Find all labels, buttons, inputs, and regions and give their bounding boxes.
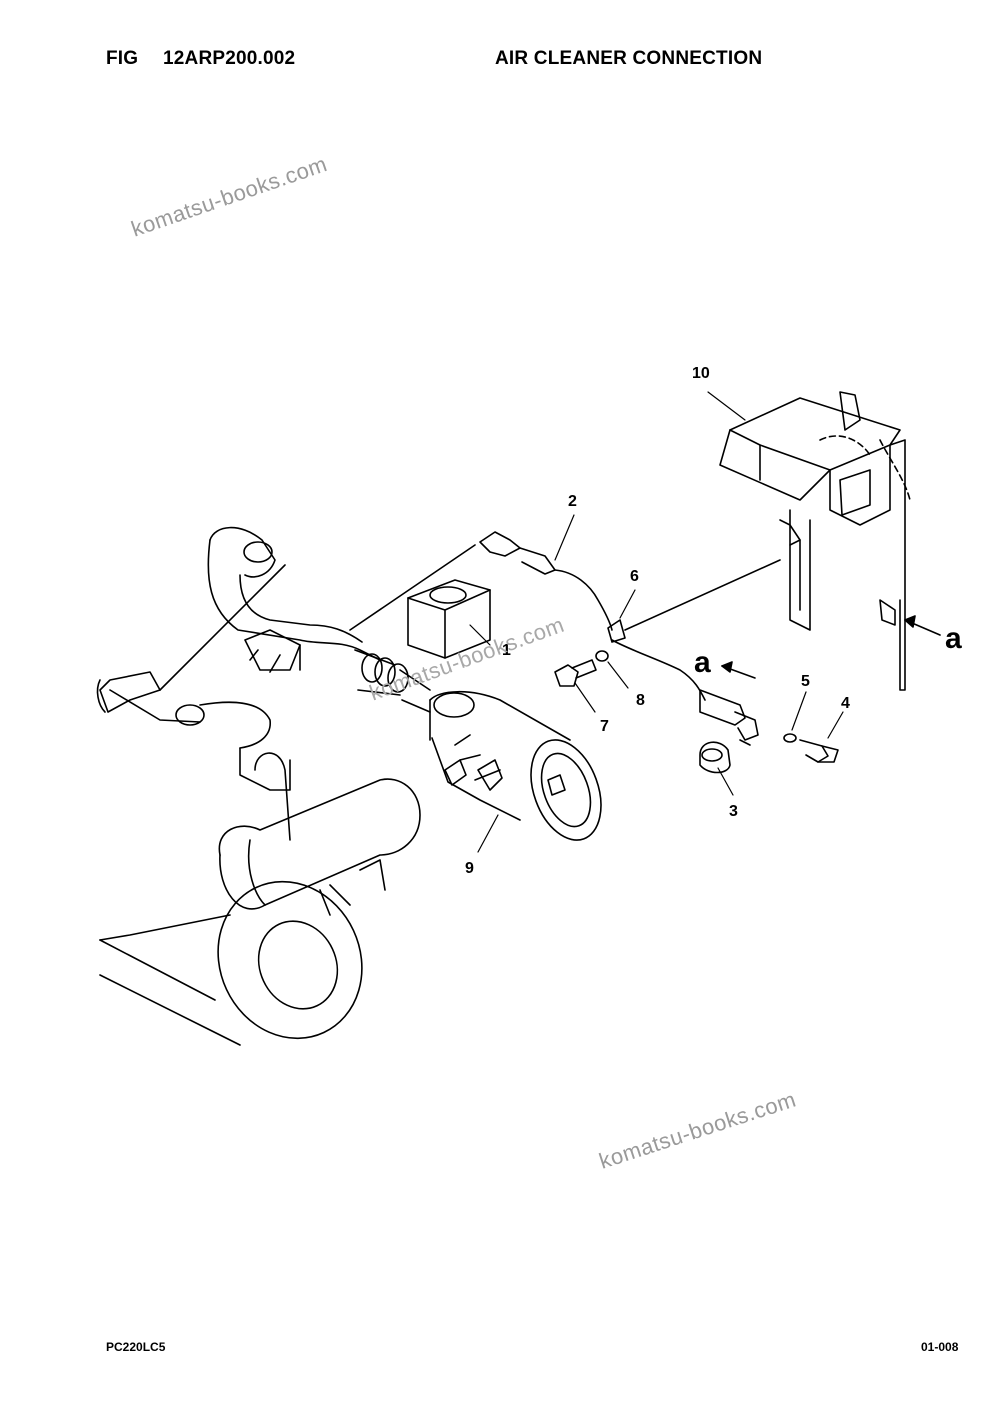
callout-6: 6 bbox=[630, 568, 639, 585]
callout-labels: 10 2 6 1 8 7 5 4 3 9 a a bbox=[465, 365, 962, 877]
fig-label: FIG bbox=[106, 48, 139, 69]
leader-pipe bbox=[159, 564, 286, 691]
callout-7: 7 bbox=[600, 718, 609, 735]
callout-3: 3 bbox=[729, 803, 738, 820]
part-6-clamp bbox=[607, 559, 781, 643]
callout-8: 8 bbox=[636, 692, 645, 709]
frame-rails bbox=[789, 439, 911, 691]
model-name: PC220LC5 bbox=[106, 1340, 166, 1354]
intake-pipe bbox=[207, 526, 381, 673]
part-1-block bbox=[407, 579, 491, 659]
callout-leaders bbox=[469, 391, 844, 853]
part-8-washer bbox=[595, 650, 609, 662]
callout-4: 4 bbox=[841, 695, 850, 712]
indicator-bracket bbox=[699, 689, 759, 746]
engine-fan bbox=[99, 880, 363, 1046]
view-arrow-right bbox=[904, 615, 941, 636]
callout-2: 2 bbox=[568, 493, 577, 510]
part-7-bolt bbox=[554, 659, 597, 687]
part-9-air-cleaner bbox=[429, 690, 602, 841]
callout-1: 1 bbox=[502, 642, 511, 659]
part-4-bolt bbox=[799, 739, 839, 763]
muffler bbox=[218, 752, 421, 916]
view-marker-left: a bbox=[694, 646, 711, 679]
callout-5: 5 bbox=[801, 673, 810, 690]
page-title: AIR CLEANER CONNECTION bbox=[495, 48, 763, 69]
part-5-washer bbox=[783, 733, 797, 743]
hose-coupling bbox=[354, 649, 431, 713]
callout-10: 10 bbox=[692, 365, 710, 382]
part-3-indicator bbox=[699, 741, 731, 774]
fig-number: 12ARP200.002 bbox=[163, 48, 296, 69]
engine-turbo bbox=[96, 671, 291, 791]
view-marker-right: a bbox=[945, 622, 962, 655]
view-arrow-left bbox=[721, 661, 756, 679]
page-number: 01-008 bbox=[921, 1340, 959, 1354]
callout-9: 9 bbox=[465, 860, 474, 877]
